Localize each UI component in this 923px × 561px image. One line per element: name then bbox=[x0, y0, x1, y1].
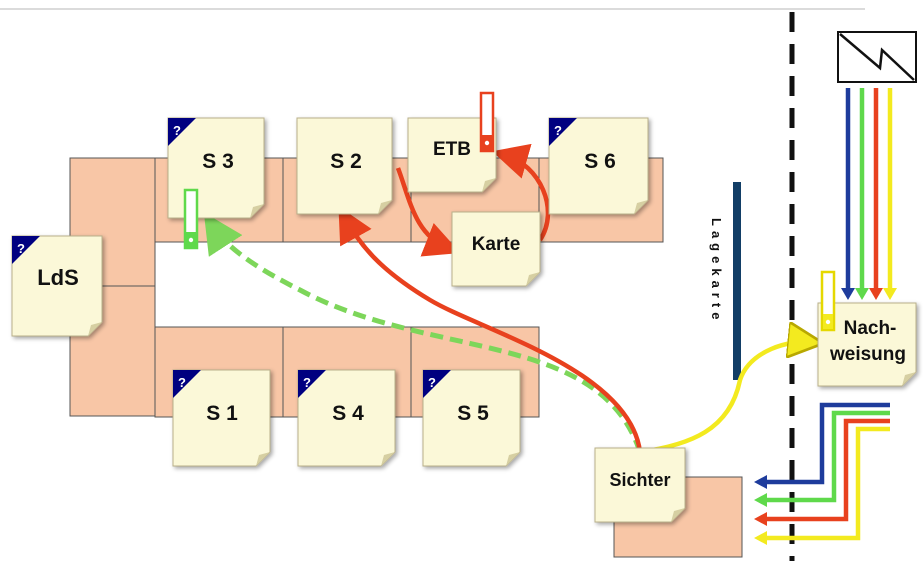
sichter-arrows bbox=[754, 402, 890, 545]
help-mark-s5: ? bbox=[428, 375, 436, 390]
question-corner-icon bbox=[423, 370, 451, 398]
binder-icon bbox=[183, 188, 199, 250]
flow-karte-to-etb bbox=[492, 143, 551, 242]
note-s6 bbox=[548, 117, 649, 215]
label-s2: S 2 bbox=[330, 150, 362, 173]
flow-sichter-to-s3 bbox=[203, 212, 643, 453]
question-corner-icon bbox=[549, 118, 577, 146]
flow-sichter-to-s2 bbox=[338, 206, 643, 453]
label-s4: S 4 bbox=[332, 402, 364, 425]
radio-arrows bbox=[841, 88, 897, 300]
help-mark-s6: ? bbox=[554, 123, 562, 138]
help-mark-s4: ? bbox=[303, 375, 311, 390]
help-mark-s3: ? bbox=[173, 123, 181, 138]
question-corner-icon bbox=[173, 370, 201, 398]
note-sichter bbox=[594, 447, 686, 523]
binder-icon bbox=[479, 91, 495, 153]
flow-s2-to-karte bbox=[395, 167, 461, 257]
lightning-box-icon bbox=[837, 31, 917, 83]
lagekarte-bar bbox=[733, 182, 741, 380]
note-s5 bbox=[422, 369, 521, 467]
label-s1: S 1 bbox=[206, 402, 238, 425]
lagekarte-label: Lagekarte bbox=[709, 218, 724, 324]
label-s5: S 5 bbox=[457, 402, 489, 425]
label-nachweisung-2: weisung bbox=[829, 344, 906, 365]
note-nachweisung bbox=[817, 302, 917, 387]
question-corner-icon bbox=[168, 118, 196, 146]
binder-icon bbox=[820, 270, 836, 332]
label-s6: S 6 bbox=[584, 150, 616, 173]
label-sichter: Sichter bbox=[609, 470, 670, 490]
help-mark-s1: ? bbox=[178, 375, 186, 390]
help-mark-lds: ? bbox=[17, 241, 25, 256]
label-nachweisung-1: Nach- bbox=[844, 318, 897, 339]
note-s1 bbox=[172, 369, 271, 467]
flow-sichter-to-nachweisung bbox=[639, 342, 810, 455]
label-etb: ETB bbox=[433, 139, 471, 160]
question-corner-icon bbox=[12, 236, 40, 264]
question-corner-icon bbox=[298, 370, 326, 398]
note-s4 bbox=[297, 369, 396, 467]
note-etb bbox=[407, 117, 497, 193]
note-karte bbox=[451, 211, 541, 287]
label-lds: LdS bbox=[37, 265, 79, 290]
label-s3: S 3 bbox=[202, 150, 234, 173]
label-karte: Karte bbox=[472, 234, 521, 255]
note-lds bbox=[11, 235, 103, 337]
note-s2 bbox=[296, 117, 393, 215]
